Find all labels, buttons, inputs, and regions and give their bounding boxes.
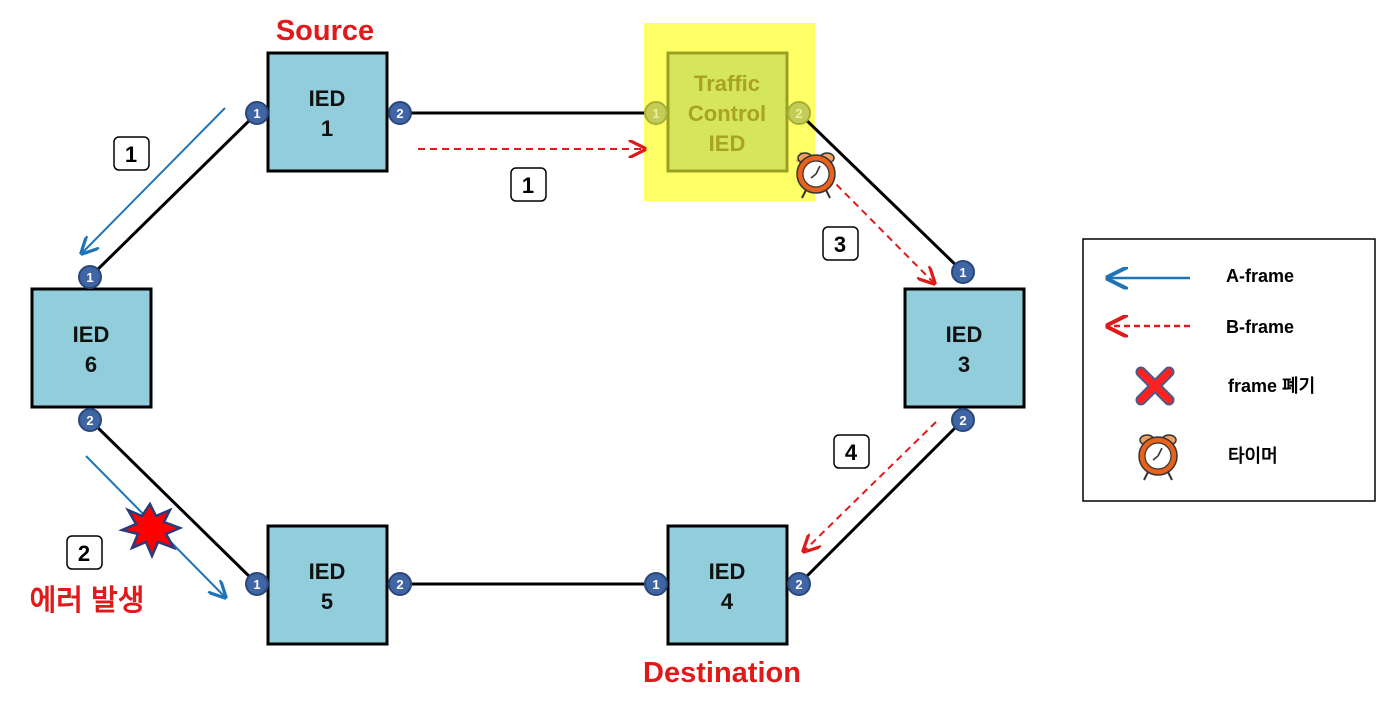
svg-text:1: 1	[125, 142, 137, 167]
ied-1-label-line2: 1	[321, 116, 333, 141]
ied-6-port-1	[78, 265, 102, 289]
legend-discard-x-icon	[1135, 366, 1175, 406]
legend-a-frame-label: A-frame	[1226, 266, 1294, 286]
error-burst-icon	[118, 501, 184, 560]
svg-text:1: 1	[253, 577, 260, 592]
legend-discard-label: frame 폐기	[1228, 376, 1315, 396]
ied-3-port-1	[951, 260, 975, 284]
svg-text:1: 1	[86, 270, 93, 285]
ied-4-port-1	[644, 572, 668, 596]
tc-label-line2: Control	[688, 101, 766, 126]
svg-text:2: 2	[795, 106, 802, 121]
svg-text:1: 1	[959, 265, 966, 280]
svg-text:1: 1	[253, 106, 260, 121]
ied-4-label-line2: 4	[721, 589, 734, 614]
step-box-a2: 2	[66, 535, 103, 570]
legend-timer-label: 타이머	[1228, 446, 1278, 466]
legend-b-frame-label: B-frame	[1226, 317, 1294, 337]
a-frame-arrow-1	[83, 107, 226, 252]
svg-text:1: 1	[652, 577, 659, 592]
ied-6-label-line1: IED	[73, 322, 110, 347]
traffic-control-ied-node: Traffic Control IED 1 2	[644, 51, 811, 173]
svg-text:1: 1	[522, 173, 534, 198]
ied-4-node: IED 4 1 2	[644, 524, 811, 646]
ied-1-port-1	[245, 101, 269, 125]
ied-3-label-line1: IED	[946, 322, 983, 347]
svg-text:3: 3	[834, 232, 846, 257]
ied-5-label-line1: IED	[309, 559, 346, 584]
link-ied3-ied4	[797, 418, 965, 586]
ied-1-port-2	[388, 101, 412, 125]
ied-1-node: IED 1 1 2	[245, 51, 412, 173]
step-box-a1: 1	[113, 136, 150, 171]
step-box-b1: 1	[510, 167, 547, 202]
svg-text:2: 2	[396, 577, 403, 592]
b-frame-arrow-3	[827, 175, 933, 282]
ied-6-label-line2: 6	[85, 352, 97, 377]
tc-port-2	[787, 101, 811, 125]
ied-1-label-line1: IED	[309, 86, 346, 111]
ied-5-label-line2: 5	[321, 589, 333, 614]
ied-4-port-2	[787, 572, 811, 596]
ied-3-label-line2: 3	[958, 352, 970, 377]
tc-port-1	[644, 101, 668, 125]
ied-3-port-2	[951, 408, 975, 432]
ied-6-port-2	[78, 408, 102, 432]
svg-text:2: 2	[78, 541, 90, 566]
source-label: Source	[276, 15, 374, 47]
svg-text:4: 4	[845, 440, 858, 465]
svg-text:2: 2	[86, 413, 93, 428]
svg-text:2: 2	[396, 106, 403, 121]
destination-label: Destination	[643, 657, 801, 689]
ied-5-port-1	[245, 572, 269, 596]
svg-text:2: 2	[959, 413, 966, 428]
step-box-b4: 4	[833, 434, 870, 469]
ied-5-port-2	[388, 572, 412, 596]
tc-label-line3: IED	[709, 131, 746, 156]
svg-text:2: 2	[795, 577, 802, 592]
error-label: 에러 발생	[30, 584, 145, 617]
ied-4-label-line1: IED	[709, 559, 746, 584]
tc-label-line1: Traffic	[694, 71, 760, 96]
svg-text:1: 1	[652, 106, 659, 121]
link-ied5-ied6	[88, 418, 259, 586]
b-frame-arrow-4	[805, 421, 937, 550]
ied-3-node: IED 3 1 2	[903, 260, 1026, 432]
ied-6-node: IED 6 1 2	[30, 265, 153, 432]
link-ied1-ied6	[88, 111, 259, 279]
step-box-b3: 3	[822, 226, 859, 261]
alarm-clock-icon	[795, 151, 836, 199]
ied-5-node: IED 5 1 2	[245, 524, 412, 646]
legend-timer-icon	[1138, 434, 1178, 481]
legend: A-frame B-frame frame 폐기 타이머	[1082, 238, 1376, 502]
link-tc-ied3	[797, 111, 965, 274]
